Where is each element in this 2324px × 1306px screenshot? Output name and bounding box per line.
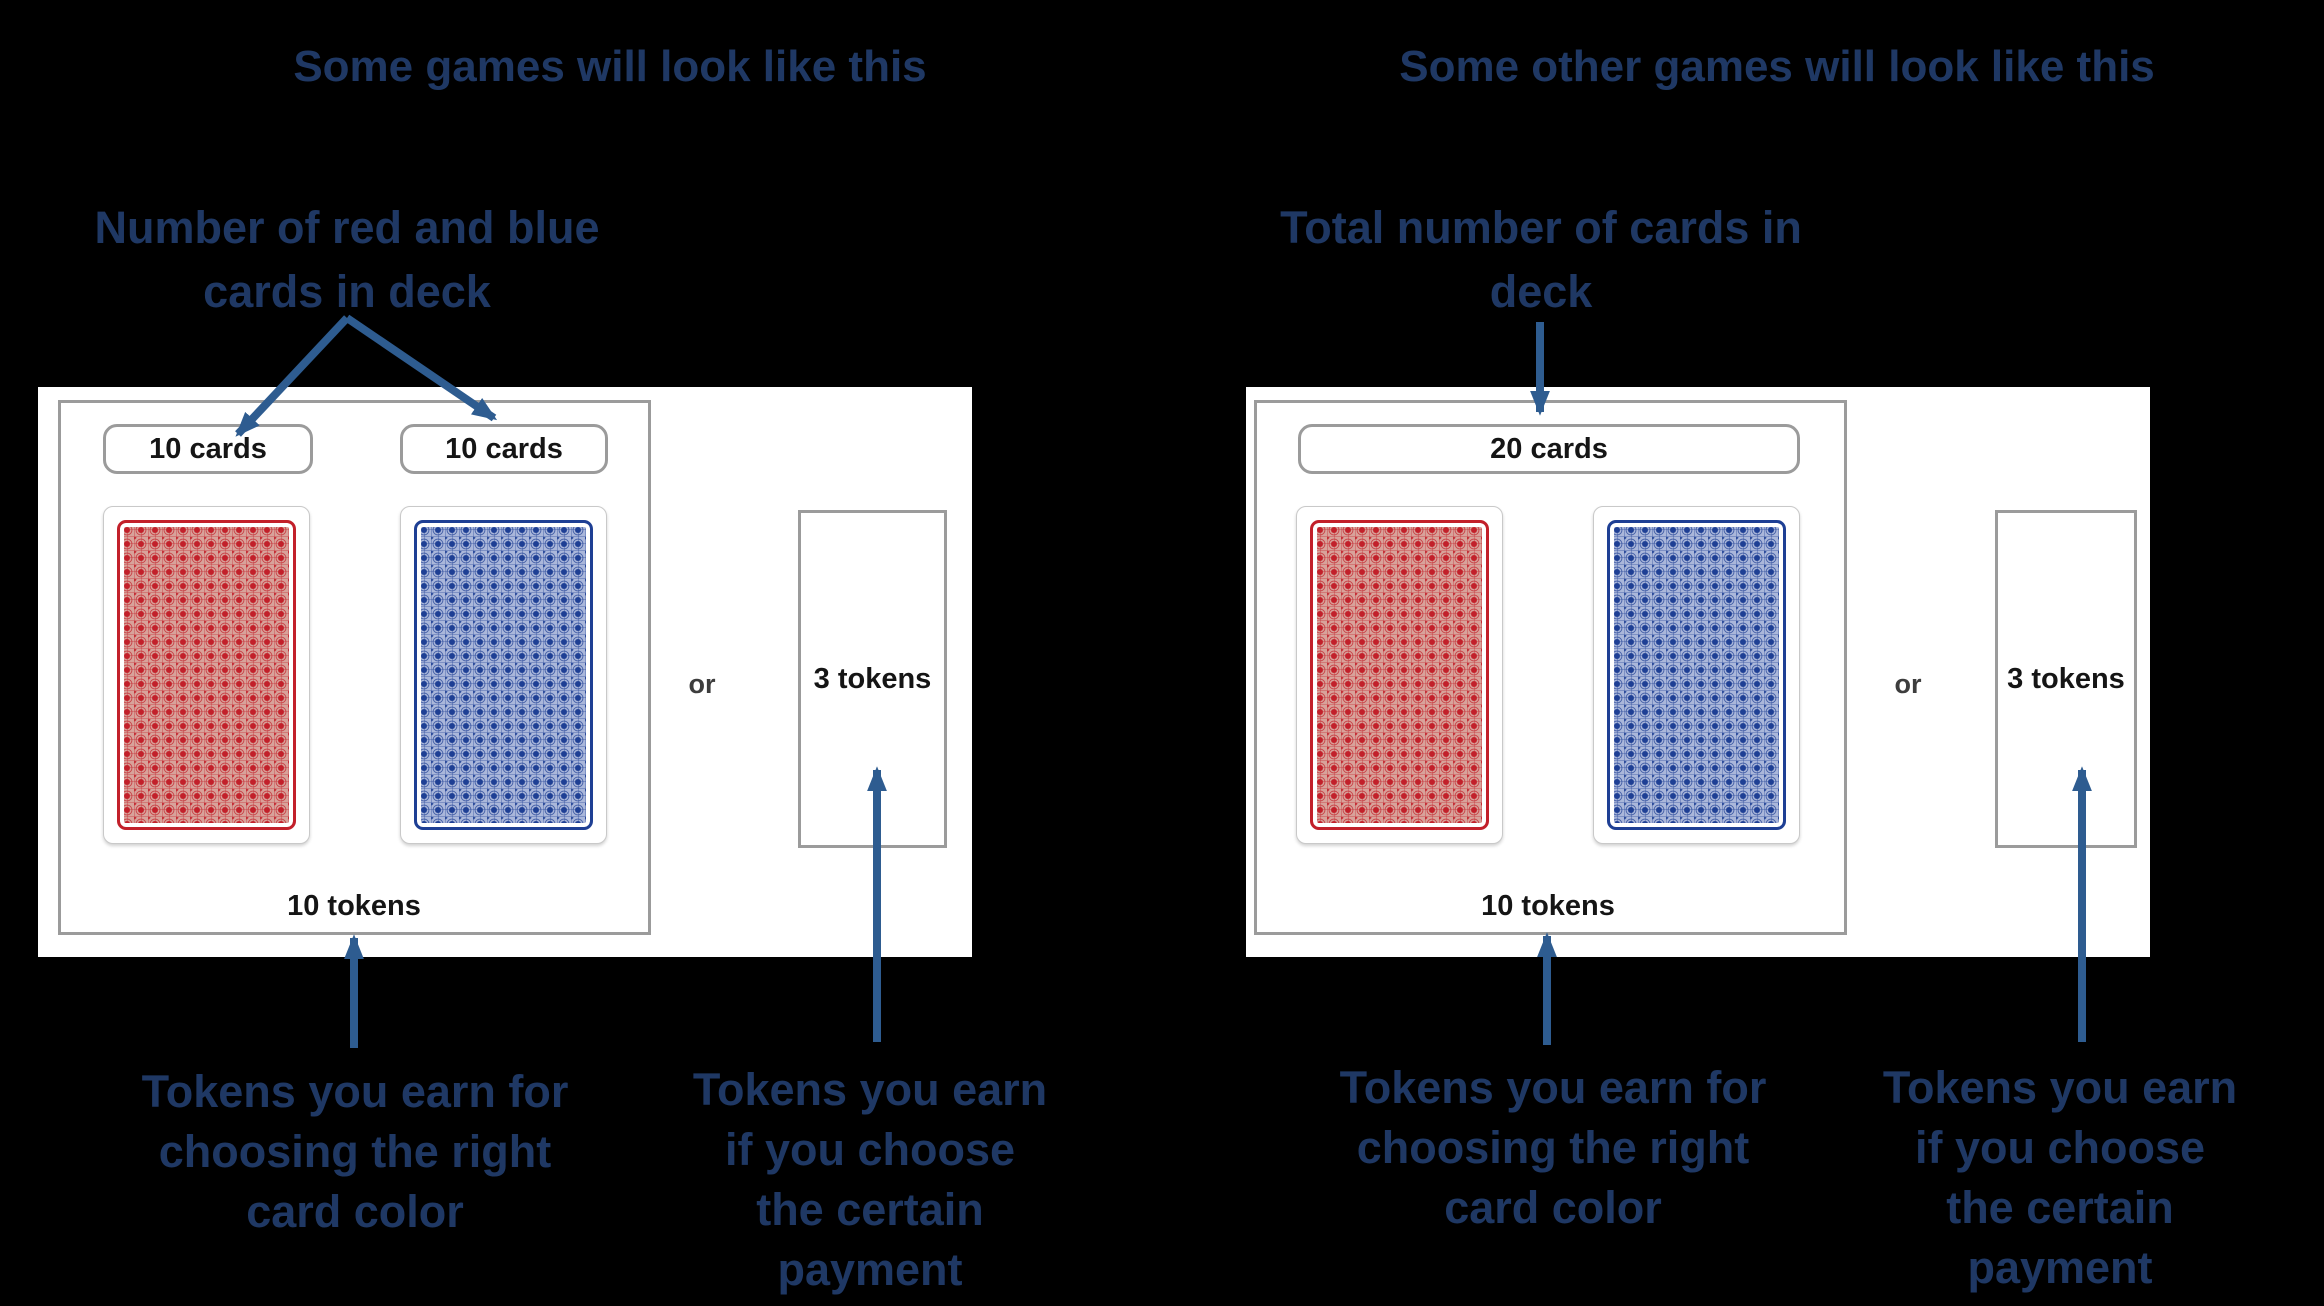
annotation-line: Tokens you earn: [1882, 1062, 2238, 1113]
left-certain-annotation: Tokens you earn if you choose the certai…: [620, 1060, 1120, 1300]
left-correct-color-annotation: Tokens you earn for choosing the right c…: [55, 1062, 655, 1242]
right-deck-annotation: Total number of cards in deck: [1241, 196, 1841, 324]
blue-card-back: [414, 520, 593, 830]
annotation-line: card color: [246, 1186, 464, 1237]
red-card-back: [1310, 520, 1489, 830]
annotation-line: if you choose: [1914, 1122, 2206, 1173]
left-deck-annotation-line2: cards in deck: [203, 266, 491, 317]
right-certain-payment-box: 3 tokens: [1995, 510, 2137, 848]
left-color-payoff-label: 10 tokens: [287, 890, 421, 922]
red-card-back: [117, 520, 296, 830]
left-deck-annotation: Number of red and blue cards in deck: [47, 196, 647, 324]
left-blue-deck-count-label: 10 cards: [445, 432, 563, 465]
right-game-title: Some other games will look like this: [1399, 42, 2155, 91]
left-blue-card-slot: [400, 506, 607, 844]
annotation-line: choosing the right: [158, 1126, 552, 1177]
annotation-line: if you choose: [724, 1124, 1016, 1175]
left-red-deck-count-badge: 10 cards: [103, 424, 313, 474]
blue-card-back: [1607, 520, 1786, 830]
annotation-line: the certain: [1946, 1182, 2174, 1233]
annotation-line: the certain: [756, 1184, 984, 1235]
annotation-line: Tokens you earn for: [1339, 1062, 1767, 1113]
left-certain-payoff-label: 3 tokens: [813, 662, 932, 695]
right-or-label: or: [1894, 669, 1922, 699]
annotation-line: card color: [1444, 1182, 1662, 1233]
right-deck-annotation-line1: Total number of cards in: [1280, 202, 1802, 253]
right-correct-color-annotation: Tokens you earn for choosing the right c…: [1253, 1058, 1853, 1238]
right-red-card-slot: [1296, 506, 1503, 844]
right-certain-annotation: Tokens you earn if you choose the certai…: [1810, 1058, 2310, 1298]
left-red-deck-count-label: 10 cards: [149, 432, 267, 465]
annotation-line: Tokens you earn: [692, 1064, 1048, 1115]
right-blue-card-slot: [1593, 506, 1800, 844]
right-color-payoff-label: 10 tokens: [1481, 890, 1615, 922]
left-red-card-slot: [103, 506, 310, 844]
annotation-line: payment: [777, 1244, 963, 1295]
right-total-deck-count-label: 20 cards: [1490, 432, 1608, 465]
right-deck-annotation-line2: deck: [1489, 266, 1593, 317]
left-or-label: or: [688, 669, 716, 699]
right-total-deck-count-badge: 20 cards: [1298, 424, 1800, 474]
left-deck-annotation-line1: Number of red and blue: [94, 202, 600, 253]
annotation-line: choosing the right: [1356, 1122, 1750, 1173]
left-certain-payment-box: 3 tokens: [798, 510, 947, 848]
left-blue-deck-count-badge: 10 cards: [400, 424, 608, 474]
annotation-line: payment: [1967, 1242, 2153, 1293]
annotation-line: Tokens you earn for: [141, 1066, 569, 1117]
left-game-title: Some games will look like this: [293, 42, 927, 91]
right-certain-payoff-label: 3 tokens: [2007, 662, 2125, 695]
